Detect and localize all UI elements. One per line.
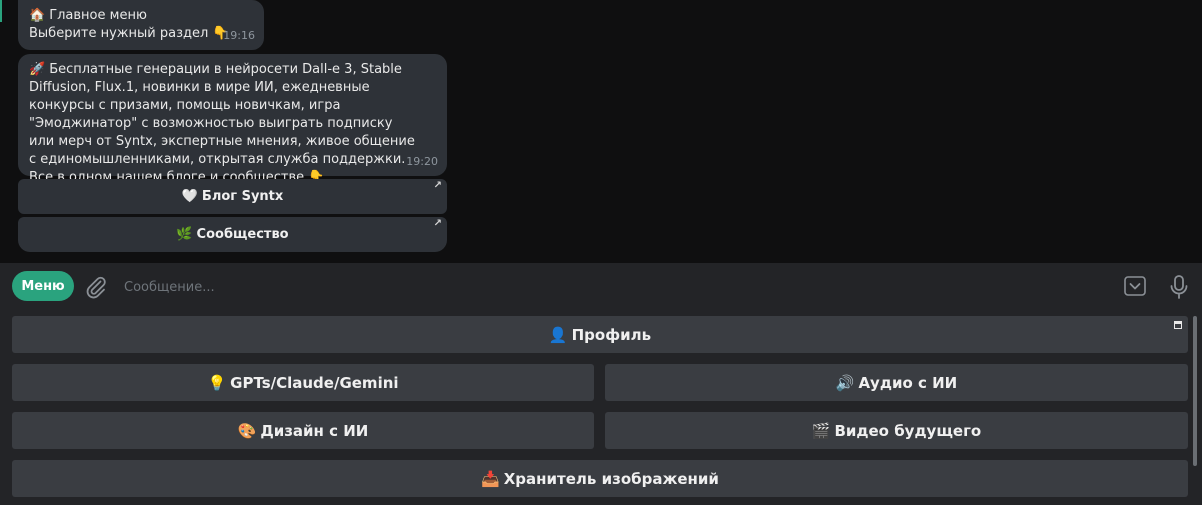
keyboard-scrollbar[interactable] [1193,316,1197,500]
video-button[interactable]: 🎬 Видео будущего [605,412,1188,449]
rocket-icon: 🚀 [29,62,46,77]
inline-button-blog[interactable]: 🤍 Блог Syntx ↗ [18,179,447,214]
paperclip-icon[interactable] [84,275,108,299]
message-line-2: Выберите нужный раздел 👇 [29,26,229,41]
design-button[interactable]: 🎨 Дизайн с ИИ [12,412,594,449]
bot-keyboard-icon[interactable] [1123,275,1147,297]
message-title: Главное меню [49,8,147,23]
inline-button-community[interactable]: 🌿 Сообщество ↗ [18,217,447,252]
message-line-1: 🏠Главное меню [29,7,254,25]
message-input-bar: Меню [0,263,1202,309]
image-storage-button[interactable]: 📥 Хранитель изображений [12,460,1188,497]
speaker-icon: 🔊 [835,373,855,392]
design-label: Дизайн с ИИ [260,421,369,440]
window-icon [1174,321,1182,329]
message-text: 🚀Бесплатные генерации в нейросети Dall-e… [29,61,421,187]
audio-label: Аудио с ИИ [858,373,958,392]
user-silhouette-icon: 👤 [548,325,568,344]
profile-button[interactable]: 👤 Профиль [12,316,1188,353]
palette-icon: 🎨 [237,421,257,440]
message-time: 19:16 [223,29,255,42]
external-link-icon: ↗ [433,180,442,191]
gpt-button[interactable]: 💡 GPTs/Claude/Gemini [12,364,594,401]
inline-button-label: Сообщество [196,227,289,242]
microphone-icon[interactable] [1168,274,1190,300]
house-icon: 🏠 [29,8,46,23]
white-heart-icon: 🤍 [181,189,198,204]
menu-button[interactable]: Меню [12,271,74,301]
storage-label: Хранитель изображений [503,469,719,488]
message-body: Бесплатные генерации в нейросети Dall-e … [29,62,415,185]
message-time: 19:20 [406,155,438,168]
gpt-label: GPTs/Claude/Gemini [230,373,399,392]
message-input[interactable] [122,271,1106,303]
accent-strip [0,0,2,22]
chat-area: 🏠Главное меню Выберите нужный раздел 👇 1… [0,0,447,252]
profile-label: Профиль [571,325,652,344]
inbox-tray-icon: 📥 [481,469,500,488]
message-bubble-promo: 🚀Бесплатные генерации в нейросети Dall-e… [18,54,447,185]
light-bulb-icon: 💡 [207,373,227,392]
scrollbar-thumb[interactable] [1193,316,1197,466]
herb-icon: 🌿 [176,227,193,242]
external-link-icon: ↗ [433,218,442,229]
clapper-board-icon: 🎬 [811,421,831,440]
message-bubble-main-menu: 🏠Главное меню Выберите нужный раздел 👇 1… [18,0,264,50]
video-label: Видео будущего [834,421,982,440]
inline-button-label: Блог Syntx [201,189,284,204]
bot-reply-keyboard: 👤 Профиль 💡 GPTs/Claude/Gemini 🔊 Аудио с… [0,309,1202,505]
audio-button[interactable]: 🔊 Аудио с ИИ [605,364,1188,401]
